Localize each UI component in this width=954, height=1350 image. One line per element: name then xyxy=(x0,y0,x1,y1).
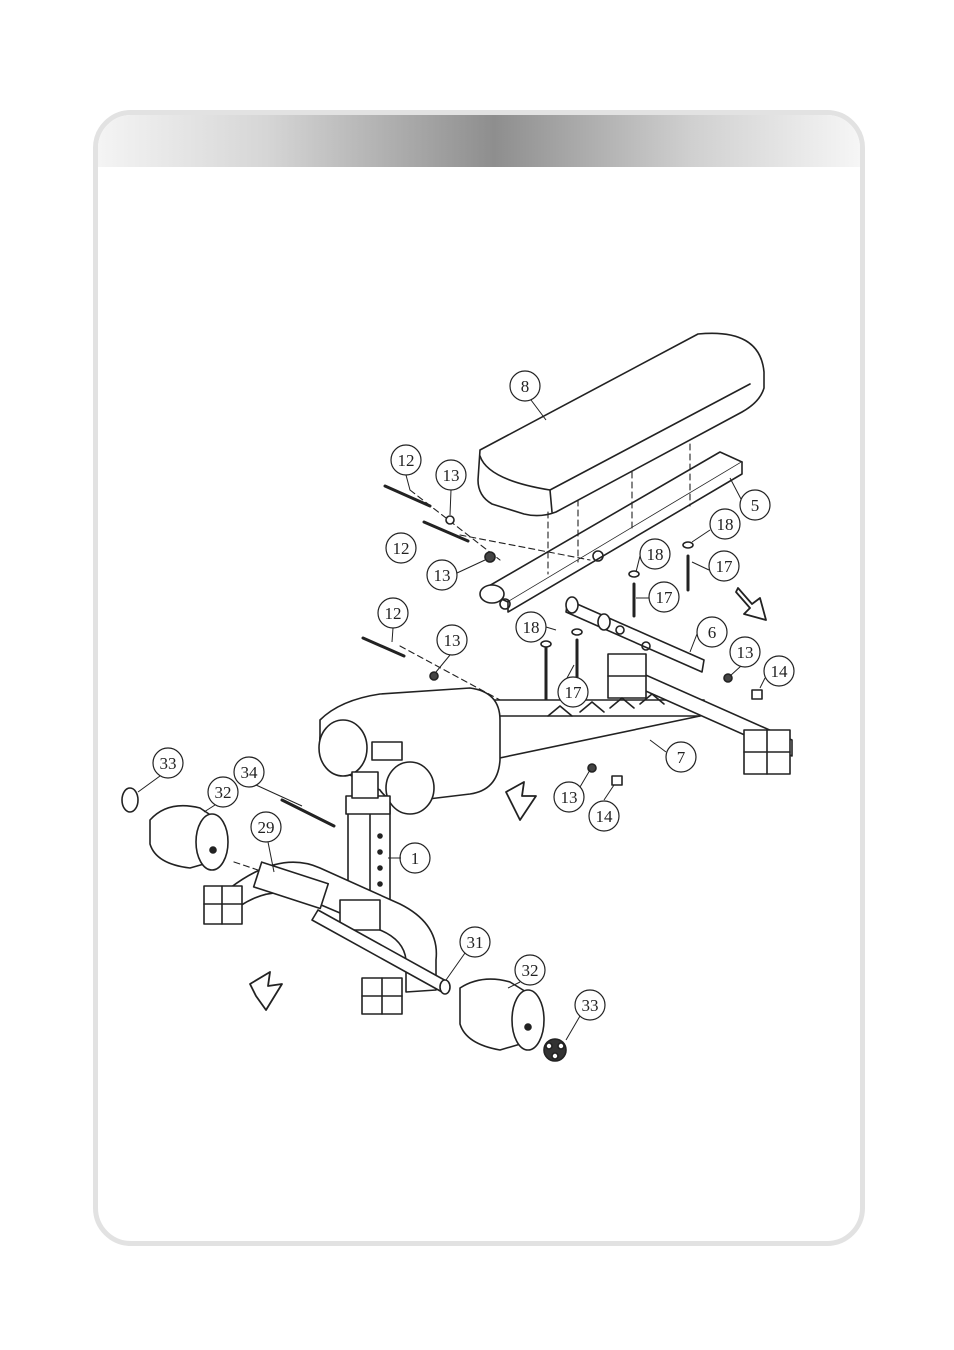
part-label: 18 xyxy=(709,508,741,540)
header-band xyxy=(98,115,860,167)
roller-tube xyxy=(311,909,451,995)
part-label: 32 xyxy=(207,776,239,808)
part-label-text: 33 xyxy=(160,754,177,773)
part-label-text: 34 xyxy=(241,763,259,782)
part-label: 12 xyxy=(385,532,417,564)
front-cushion xyxy=(318,687,501,815)
part-label-text: 17 xyxy=(716,557,734,576)
part-label: 32 xyxy=(514,954,546,986)
part-label-text: 14 xyxy=(596,807,614,826)
part-label-text: 17 xyxy=(565,683,583,702)
part-label: 14 xyxy=(763,655,795,687)
part-label: 34 xyxy=(233,756,265,788)
part-label: 7 xyxy=(665,741,697,773)
part-label: 1 xyxy=(399,842,431,874)
part-label-text: 12 xyxy=(393,539,410,558)
leader-lines xyxy=(137,399,766,1041)
adjustment-rail xyxy=(565,596,705,673)
part-label-text: 32 xyxy=(522,961,539,980)
part-label-text: 12 xyxy=(398,451,415,470)
part-label-text: 13 xyxy=(737,643,754,662)
part-label: 8 xyxy=(509,370,541,402)
seat-pad xyxy=(477,332,765,517)
part-label-text: 13 xyxy=(444,631,461,650)
front-base xyxy=(203,861,438,1015)
part-label-text: 18 xyxy=(523,618,540,637)
page-frame xyxy=(93,110,865,1246)
part-label: 17 xyxy=(557,676,589,708)
nuts-washers xyxy=(587,673,763,786)
upright-post xyxy=(345,771,391,929)
part-label: 14 xyxy=(588,800,620,832)
part-label-text: 33 xyxy=(582,996,599,1015)
part-label: 33 xyxy=(574,989,606,1021)
part-label: 5 xyxy=(739,489,771,521)
part-label-text: 31 xyxy=(467,933,484,952)
part-label: 29 xyxy=(250,811,282,843)
part-label: 18 xyxy=(515,611,547,643)
part-label-text: 17 xyxy=(656,588,674,607)
part-label-text: 13 xyxy=(434,566,451,585)
part-label-text: 5 xyxy=(751,496,760,515)
part-label: 13 xyxy=(553,781,585,813)
part-label: 12 xyxy=(377,597,409,629)
part-label-text: 1 xyxy=(411,849,420,868)
part-label: 13 xyxy=(426,559,458,591)
part-label-text: 18 xyxy=(717,515,734,534)
seat-rail xyxy=(479,451,743,613)
part-label: 18 xyxy=(639,538,671,570)
part-label-text: 32 xyxy=(215,783,232,802)
part-label-text: 29 xyxy=(258,818,275,837)
part-label: 17 xyxy=(708,550,740,582)
part-label-text: 6 xyxy=(708,623,717,642)
end-caps xyxy=(121,787,567,1062)
foam-rollers xyxy=(149,804,545,1051)
part-label: 6 xyxy=(696,616,728,648)
direction-arrows xyxy=(249,587,767,1011)
part-label-text: 13 xyxy=(443,466,460,485)
part-labels: 8 5 12 13 12 13 18 18 17 17 12 13 18 6 1… xyxy=(152,370,795,1021)
part-label-text: 7 xyxy=(677,748,686,767)
part-label: 33 xyxy=(152,747,184,779)
part-label: 31 xyxy=(459,926,491,958)
part-label: 17 xyxy=(648,581,680,613)
part-label-text: 8 xyxy=(521,377,530,396)
part-label: 13 xyxy=(729,636,761,668)
pin-bolts xyxy=(280,484,496,828)
part-label-text: 12 xyxy=(385,604,402,623)
part-label-text: 18 xyxy=(647,545,664,564)
part-label: 12 xyxy=(390,444,422,476)
part-label-text: 13 xyxy=(561,788,578,807)
part-label: 13 xyxy=(435,459,467,491)
main-frame xyxy=(469,653,793,775)
part-label: 13 xyxy=(436,624,468,656)
part-label-text: 14 xyxy=(771,662,789,681)
